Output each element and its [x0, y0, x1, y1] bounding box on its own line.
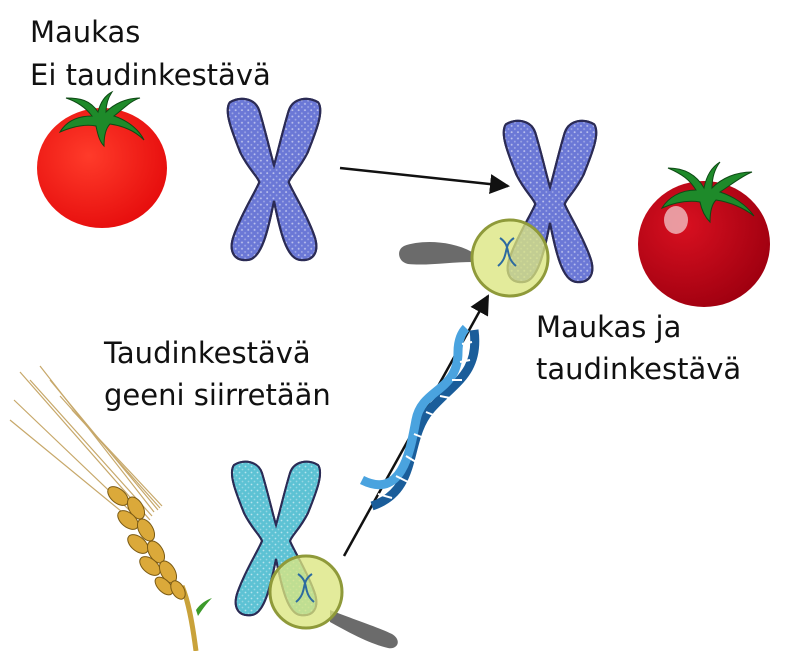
arrow-to-chromosome	[340, 168, 508, 186]
result-tomato-icon	[638, 162, 770, 307]
label-not-resistant: Ei taudinkestävä	[30, 58, 271, 92]
label-result-line1: Maukas ja	[536, 310, 681, 344]
tomato-icon	[37, 92, 167, 228]
label-tasty: Maukas	[30, 15, 140, 49]
magnifying-glass-icon	[399, 220, 548, 296]
donor-magnifier-icon	[270, 556, 398, 648]
label-transfer-line2: geeni siirretään	[104, 378, 331, 412]
chromosome-icon	[228, 99, 321, 260]
dna-helix-icon	[362, 328, 475, 506]
label-result-line2: taudinkestävä	[536, 352, 741, 386]
label-transfer-line1: Taudinkestävä	[103, 336, 311, 370]
